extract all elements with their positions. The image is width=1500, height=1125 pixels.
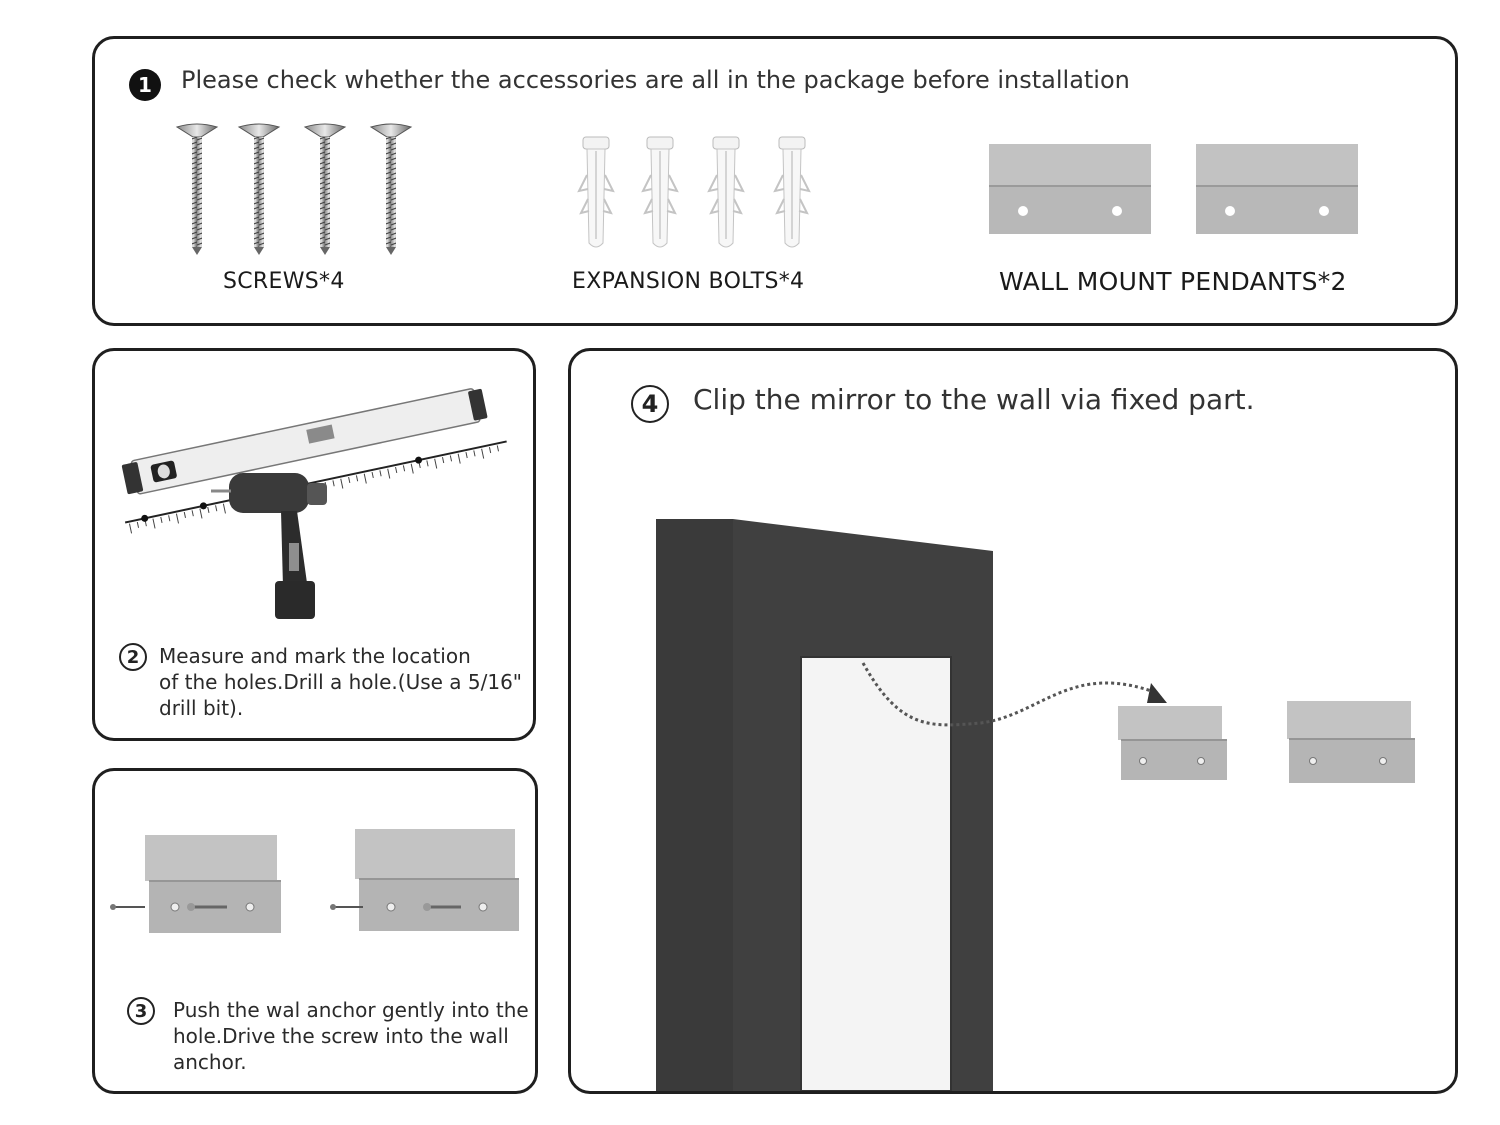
wall-pendant-icon — [330, 829, 519, 931]
accessories-panel: 1 Please check whether the accessories a… — [92, 36, 1458, 326]
mirror-icon — [656, 519, 993, 1091]
expansion-bolt-icon — [708, 136, 744, 248]
wall-pendant-icon — [989, 144, 1151, 234]
step-3-text: Push the wal anchor gently into the hole… — [173, 998, 529, 1074]
step-2-number: 2 — [119, 643, 147, 671]
screw-icon — [369, 123, 413, 255]
step-2-panel: 2 Measure and mark the location of the h… — [92, 348, 536, 741]
anchor-screw-illustration — [110, 829, 519, 933]
expansion-bolt-icon — [577, 136, 615, 248]
screws-illustration — [175, 123, 413, 255]
expansion-bolt-icon — [642, 136, 678, 248]
pendants-label: WALL MOUNT PENDANTS*2 — [999, 267, 1347, 296]
wall-pendant-icon — [110, 835, 281, 933]
screw-icon — [303, 123, 347, 255]
screw-icon — [175, 123, 219, 255]
screw-icon — [237, 123, 281, 255]
wall-pendant-icon — [1287, 701, 1415, 783]
step-3-number: 3 — [127, 997, 155, 1025]
wall-pendants-illustration — [989, 144, 1358, 234]
mirror-clip-illustration — [656, 519, 1415, 1091]
step-4-number: 4 — [631, 385, 669, 423]
wall-pendant-icon — [1196, 144, 1358, 234]
measure-drill-illustration — [121, 388, 507, 619]
arrow-icon — [861, 662, 1158, 727]
expansion-bolts-illustration — [577, 136, 810, 248]
step-4-text: Clip the mirror to the wall via fixed pa… — [693, 383, 1255, 416]
spirit-level-icon — [121, 388, 488, 495]
arrow-icon — [1147, 683, 1167, 703]
step-1-number: 1 — [129, 69, 161, 101]
step-4-panel: 4 Clip the mirror to the wall via fixed … — [568, 348, 1458, 1094]
screws-label: SCREWS*4 — [223, 269, 345, 294]
expansion-bolts-label: EXPANSION BOLTS*4 — [572, 269, 805, 294]
step-2-text: Measure and mark the location of the hol… — [159, 644, 523, 720]
accessories-heading: Please check whether the accessories are… — [181, 66, 1130, 94]
drill-icon — [211, 473, 327, 619]
step-3-panel: 3 Push the wal anchor gently into the ho… — [92, 768, 538, 1094]
wall-pendant-icon — [1118, 706, 1227, 780]
expansion-bolt-icon — [774, 136, 810, 248]
